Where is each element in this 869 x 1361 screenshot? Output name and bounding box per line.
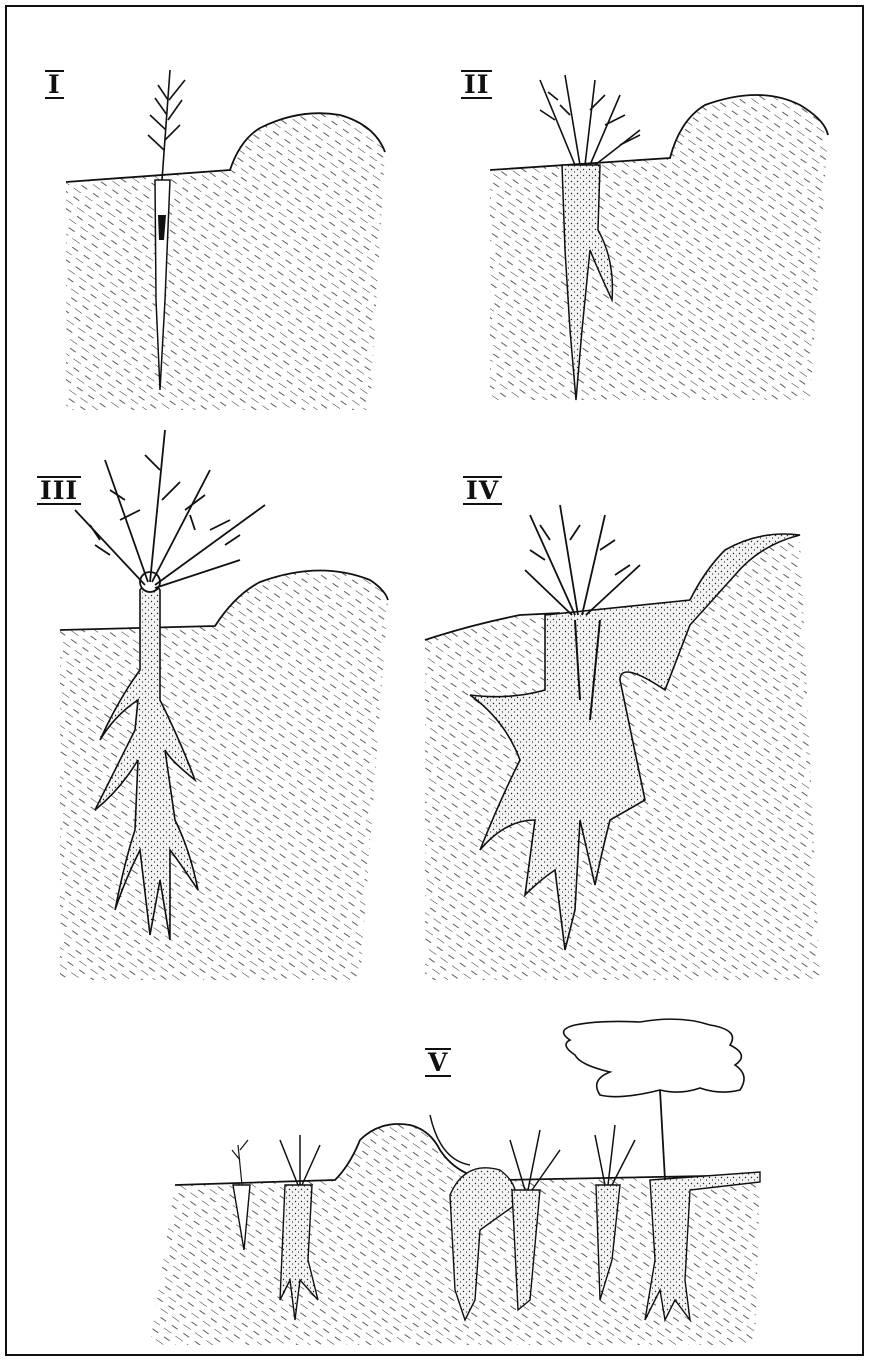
- panel-III-drawing: [60, 430, 388, 980]
- panel-IV-drawing: [425, 505, 820, 980]
- panel-label-II: II: [464, 72, 489, 97]
- panel-label-I: I: [48, 72, 61, 97]
- panel-I-shoot: [148, 70, 185, 180]
- panel-label-III: III: [40, 478, 78, 503]
- panel-II-soil: [490, 95, 828, 400]
- panel-IV-shoots: [525, 505, 640, 615]
- panel-II-shoots: [540, 75, 640, 165]
- panel-V-leaf: [564, 1019, 744, 1097]
- panel-II-drawing: [490, 75, 828, 400]
- panel-label-IV: IV: [466, 478, 499, 503]
- panel-III-shoots: [75, 430, 265, 588]
- panel-I-drawing: [66, 70, 385, 410]
- panel-label-V: V: [428, 1050, 448, 1075]
- panel-V-drawing: [150, 1019, 760, 1345]
- panel-III-soil: [60, 570, 388, 980]
- panel-I-soil: [66, 113, 385, 410]
